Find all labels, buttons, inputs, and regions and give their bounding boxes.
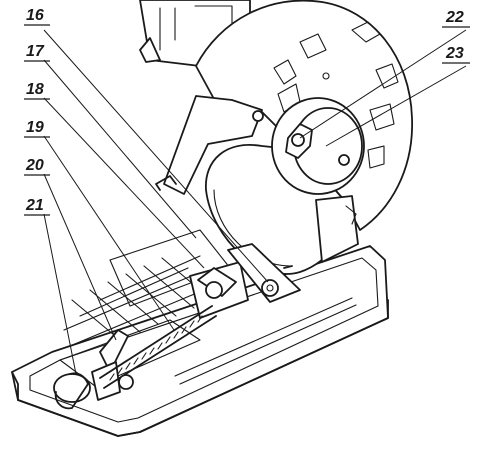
leader-23 (325, 65, 467, 147)
fence-guide (227, 243, 301, 303)
callout-label-21: 21 (25, 197, 44, 214)
callout-21: 21 (24, 197, 50, 216)
callout-label-17: 17 (26, 43, 45, 60)
spindle-flange (271, 97, 365, 195)
leader-19 (43, 135, 175, 331)
callout-23: 23 (442, 45, 470, 64)
vise-assembly (53, 261, 249, 410)
leader-22 (299, 29, 467, 139)
callout-16: 16 (24, 7, 50, 26)
leader-16 (43, 29, 269, 283)
callout-label-19: 19 (26, 119, 44, 136)
callout-19: 19 (24, 119, 50, 138)
leader-21 (43, 213, 77, 375)
callout-label-18: 18 (26, 81, 44, 98)
leader-18 (43, 97, 205, 269)
callout-18: 18 (24, 81, 50, 100)
callout-label-20: 20 (25, 157, 44, 174)
callout-22: 22 (442, 9, 470, 28)
leader-20 (43, 173, 117, 341)
motor-housing (139, 0, 251, 67)
callout-label-23: 23 (445, 45, 464, 62)
leader-17 (43, 59, 197, 239)
callout-label-16: 16 (26, 7, 44, 24)
callout-20: 20 (24, 157, 50, 176)
callout-17: 17 (24, 43, 50, 62)
leader-lines (43, 29, 467, 375)
callout-label-22: 22 (445, 9, 464, 26)
pivot-bracket (315, 195, 359, 263)
